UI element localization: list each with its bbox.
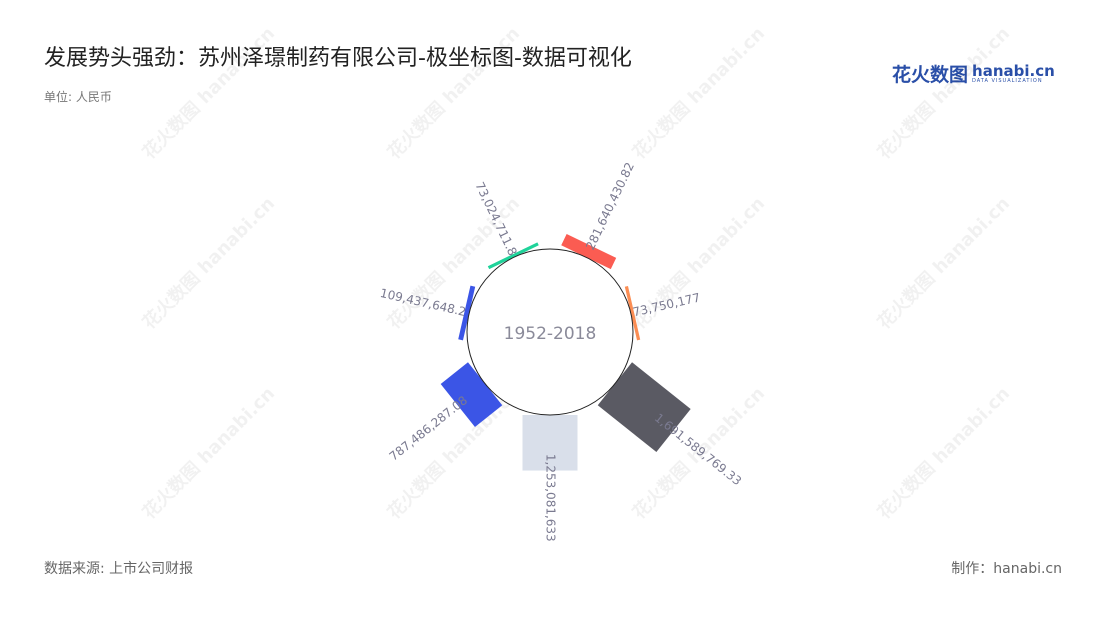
watermark: 花火数图 hanabi.cn <box>138 382 279 523</box>
polar-bar <box>487 242 539 270</box>
bar-group <box>458 285 476 341</box>
polar-bar <box>440 362 503 428</box>
center-label: 1952-2018 <box>504 324 597 344</box>
polar-bar <box>561 234 617 270</box>
data-label: 1,253,081,633 <box>544 454 558 542</box>
watermark: 花火数图 hanabi.cn <box>873 22 1014 163</box>
bar-group <box>487 242 539 270</box>
data-label: 281,640,430.82 <box>583 160 637 252</box>
watermark: 花火数图 hanabi.cn <box>138 22 279 163</box>
watermark: 花火数图 hanabi.cn <box>383 22 524 163</box>
chart-title: 发展势头强劲：苏州泽璟制药有限公司-极坐标图-数据可视化 <box>44 46 632 71</box>
watermark: 花火数图 hanabi.cn <box>628 22 769 163</box>
watermark: 花火数图 hanabi.cn <box>873 192 1014 333</box>
watermark: 花火数图 hanabi.cn <box>138 192 279 333</box>
bar-group <box>522 415 578 471</box>
data-source: 数据来源: 上市公司财报 <box>44 561 194 577</box>
polar-bar <box>522 415 578 471</box>
bar-group <box>597 362 691 453</box>
bar-group <box>561 234 617 270</box>
bar-group <box>624 285 641 341</box>
bar-group <box>440 362 503 428</box>
polar-bar <box>458 285 476 341</box>
unit-label: 单位: 人民币 <box>44 90 112 104</box>
polar-bar <box>597 362 691 453</box>
logo-cn: 花火数图 <box>892 64 969 86</box>
polar-bar <box>624 285 641 341</box>
inner-circle <box>466 248 634 416</box>
maker-credit: 制作：hanabi.cn <box>951 561 1062 577</box>
watermark: 花火数图 hanabi.cn <box>873 382 1014 523</box>
